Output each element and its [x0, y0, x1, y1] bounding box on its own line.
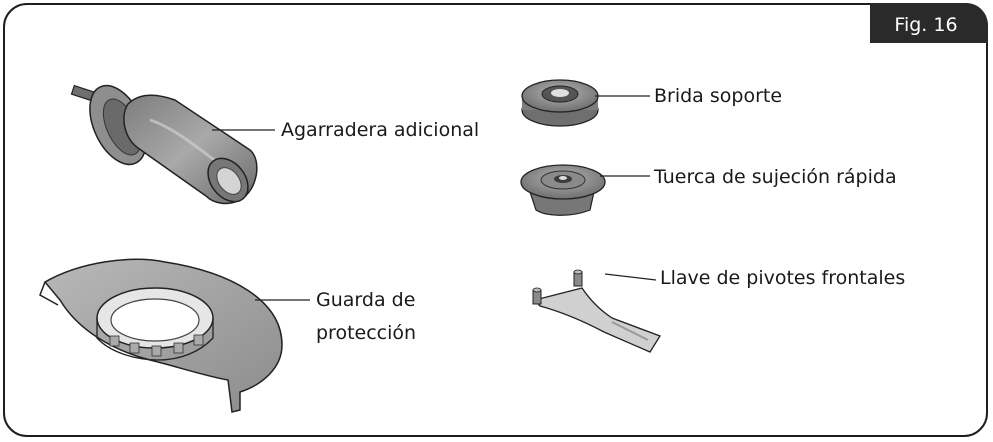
quick-clamping-nut-illustration: [520, 164, 606, 216]
protective-guard-illustration: [39, 258, 283, 413]
label-guard-line2: protección: [316, 322, 417, 344]
figure-tab: [870, 3, 988, 43]
figure-number: Fig. 16: [894, 14, 958, 36]
label-face-spanner: Llave de pivotes frontales: [660, 267, 906, 289]
label-support-flange: Brida soporte: [654, 85, 783, 107]
face-spanner-illustration: [532, 269, 661, 353]
support-flange-illustration: [521, 79, 599, 127]
label-guard-line1: Guarda de: [316, 289, 416, 311]
wrench-leader-line: [604, 273, 657, 281]
label-auxiliary-handle: Agarradera adicional: [281, 119, 480, 141]
auxiliary-handle-illustration: [70, 84, 258, 205]
label-quick-clamping-nut: Tuerca de sujeción rápida: [654, 166, 897, 188]
